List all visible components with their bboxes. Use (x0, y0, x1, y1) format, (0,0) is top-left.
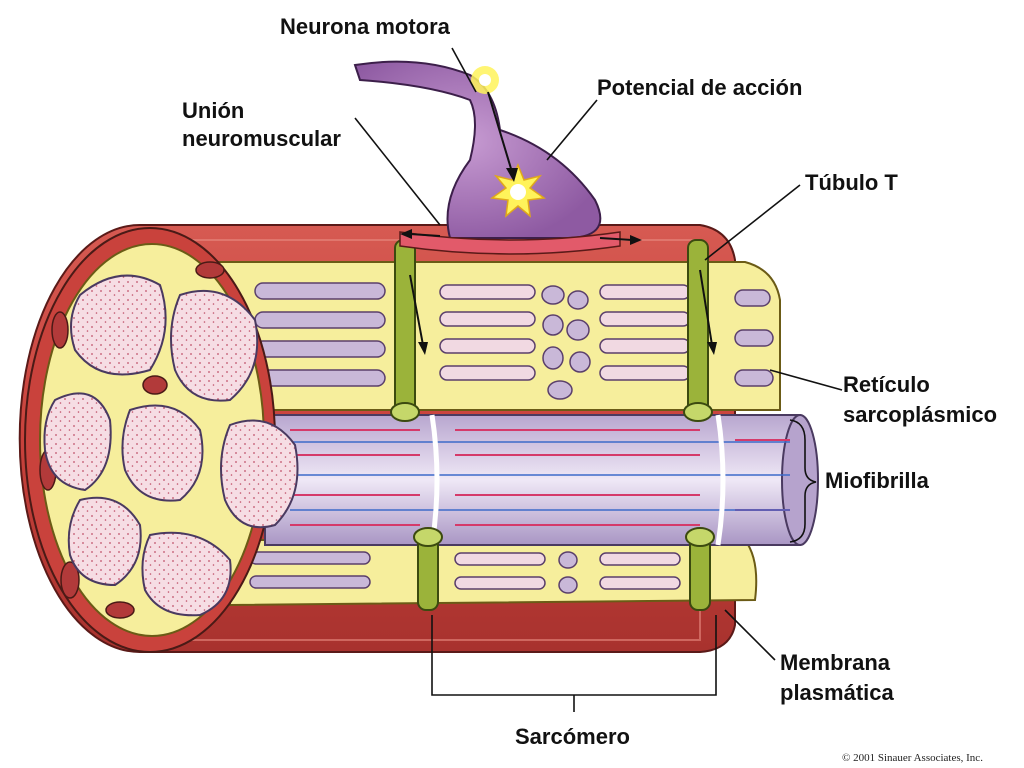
motor-neuron (353, 60, 642, 255)
fiber-cross-section (24, 227, 299, 653)
label-sarcomere: Sarcómero (515, 724, 630, 749)
label-plasma-membrane-1: Membrana (780, 650, 891, 675)
label-neuromuscular-junction-1: Unión (182, 98, 245, 123)
label-sarcoplasmic-reticulum-1: Retículo (843, 372, 930, 397)
label-action-potential: Potencial de acción (597, 75, 803, 100)
action-potential-small-icon (471, 66, 499, 94)
label-motor-neuron: Neurona motora (280, 14, 450, 39)
label-plasma-membrane-2: plasmática (780, 680, 894, 705)
upper-reticulum (199, 261, 781, 411)
label-t-tubule: Túbulo T (805, 170, 898, 195)
lower-reticulum (229, 539, 758, 607)
t-tubules (390, 239, 717, 611)
label-sarcoplasmic-reticulum-2: sarcoplásmico (843, 402, 998, 427)
copyright-notice: © 2001 Sinauer Associates, Inc. (842, 752, 983, 764)
leader-lines (354, 47, 843, 712)
myofibril (264, 414, 819, 546)
label-neuromuscular-junction-2: neuromuscular (182, 126, 341, 151)
label-myofibril: Miofibrilla (825, 468, 929, 493)
action-potential-burst-icon (490, 162, 546, 218)
